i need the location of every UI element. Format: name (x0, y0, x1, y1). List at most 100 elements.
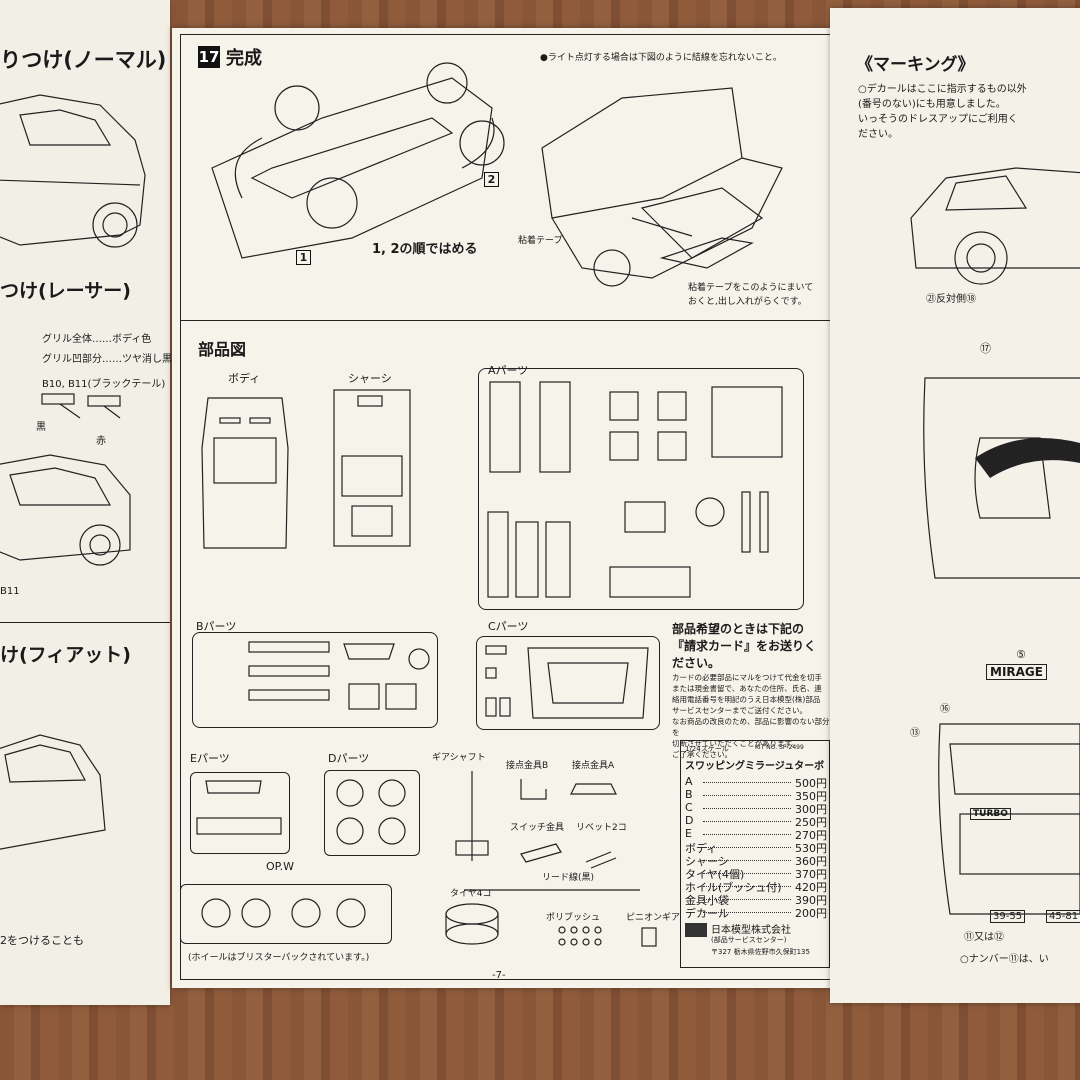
gear-shaft-drawing (455, 771, 489, 861)
grille-all-note: グリル全体……ボディ色 (42, 334, 152, 345)
tire-label: タイヤ4コ (450, 889, 492, 899)
lead-wire-drawing (464, 889, 640, 891)
price-row: ボディ 530円 (681, 840, 829, 855)
car-illustration-fiat (0, 734, 106, 850)
plate-2: 45-81 (1046, 910, 1080, 923)
price-item-name: デカール (685, 907, 729, 920)
price-item-name: E (685, 827, 692, 840)
c-parts-drawing (485, 645, 649, 719)
opw-label: OP.W (266, 860, 294, 873)
company-address: 〒327 栃木県佐野市久保町135 (711, 948, 810, 956)
polybush-drawing (558, 926, 602, 946)
price-card: 1/24スケール KIT NO. SP-2499 スワッピングミラージュターボ … (680, 740, 830, 968)
chassis-part-drawing (333, 389, 411, 547)
price-item-value: 370円 (795, 868, 827, 881)
price-item-name: A (685, 775, 693, 788)
order-heading-3: ださい。 (672, 656, 721, 670)
tail-label: B10, B11(ブラックテール) (42, 379, 166, 390)
turbo-decal: TURBO (970, 808, 1011, 820)
car-illustration-racer (0, 454, 131, 566)
price-item-name: B (685, 788, 693, 801)
price-item-value: 360円 (795, 855, 827, 868)
price-item-value: 500円 (795, 777, 827, 790)
pinion-label: ピニオンギア (626, 913, 681, 923)
switch-fitting-label: スイッチ金具 (510, 823, 565, 833)
marking-note-2: (番号のない)にも用意しました。 (858, 99, 1006, 110)
chassis-label: シャーシ (348, 372, 392, 385)
b-parts-label: Bパーツ (196, 620, 237, 633)
marking-opposite: ㉑反対側⑱ (926, 294, 976, 305)
price-item-name: C (685, 801, 693, 814)
company-name: 日本模型株式会社 (711, 925, 791, 936)
marking-n16: ⑯ (940, 704, 950, 715)
b-parts-drawing (248, 641, 430, 710)
marking-number-note: ○ナンバー⑪は、い (960, 954, 1049, 965)
order-body-line: カードの必要部品にマルをつけて代金を切手 (672, 673, 822, 682)
price-leader-dots (703, 860, 791, 861)
price-item-value: 300円 (795, 803, 827, 816)
price-row: C 300円 (681, 801, 829, 816)
step17-label-1: 1 (296, 246, 311, 265)
c-parts-sprue (476, 636, 660, 730)
black-label: 黒 (36, 422, 46, 433)
price-row: タイヤ(4個)370円 (681, 866, 829, 881)
price-leader-dots (703, 847, 791, 848)
price-card-kit-no: KIT NO. SP-2499 (755, 744, 804, 751)
marking-car-top (923, 377, 1080, 579)
d-parts-wheels (336, 779, 406, 845)
step-17-title: 完成 (226, 48, 262, 69)
marking-note-3: いっそうのドレスアップにご利用く (858, 114, 1018, 125)
price-leader-dots (703, 899, 791, 900)
marking-note-1: ○デカールはここに指示するもの以外 (858, 84, 1027, 95)
price-item-value: 530円 (795, 842, 827, 855)
price-item-value: 420円 (795, 881, 827, 894)
price-leader-dots (703, 834, 791, 835)
company-logo (685, 923, 707, 937)
red-label: 赤 (96, 436, 106, 447)
body-label: ボディ (228, 372, 261, 385)
wheel-note: (ホイールはブリスターパックされています。) (188, 953, 370, 963)
order-body-line: なお商品の改良のため、部品に影響のない部分を (672, 717, 830, 737)
plate-1: 39-55 (990, 910, 1026, 923)
price-leader-dots (703, 912, 791, 913)
marking-either: ⑪又は⑫ (964, 932, 1004, 943)
rivet-label: リベット2コ (576, 823, 627, 833)
switch-rivet-drawing (520, 843, 617, 869)
order-heading-2: 『請求カード』をお送りく (672, 639, 817, 653)
parts-title: 部品図 (198, 340, 247, 359)
price-leader-dots (703, 782, 791, 783)
price-item-name: D (685, 814, 694, 827)
tape-note-1: 粘着テープをこのようにまいて (688, 283, 814, 293)
d-parts-label: Dパーツ (328, 752, 370, 765)
price-leader-dots (703, 808, 791, 809)
opw-sprue (180, 884, 392, 944)
price-row: ホイル(ブッシュ付)420円 (681, 879, 829, 894)
heading-fiat: け(フィアット) (0, 644, 131, 666)
lead-wire-label: リード線(黒) (542, 873, 595, 883)
heading-normal: りつけ(ノーマル) (0, 48, 167, 72)
page-number: -7- (492, 970, 506, 981)
order-body-text: カードの必要部品にマルをつけて代金を切手または現金書留で、あなたの住所、氏名、連… (672, 672, 834, 760)
note-bottom: 2をつけることも (0, 934, 84, 947)
grille-recess-note: グリル凹部分……ツヤ消し黒 (42, 354, 172, 365)
order-body-line: ご了承ください。 (672, 750, 732, 759)
marking-n13: ⑬ (910, 728, 920, 739)
order-body-line: または現金書留で、あなたの住所、氏名、連 (672, 684, 822, 693)
company-dept: (部品サービスセンター) (711, 936, 787, 944)
assembly-illustration-underside (211, 62, 505, 259)
light-note: ●ライト点灯する場合は下図のように結線を忘れないこと。 (540, 53, 782, 63)
step-17-number: 17 (198, 46, 220, 68)
price-leader-dots (703, 873, 791, 874)
tape-label: 粘着テープ (518, 236, 563, 246)
order-body-line: サービスセンターまでご送付ください。 (672, 706, 807, 715)
right-marking-sheet: 《マーキング》 ○デカールはここに指示するもの以外 (番号のない)にも用意しまし… (830, 8, 1080, 1003)
e-parts-drawing (196, 780, 282, 835)
price-item-name: シャーシ (685, 855, 729, 868)
price-item-name: ボディ (685, 842, 718, 855)
marking-car-rear (938, 723, 1080, 915)
